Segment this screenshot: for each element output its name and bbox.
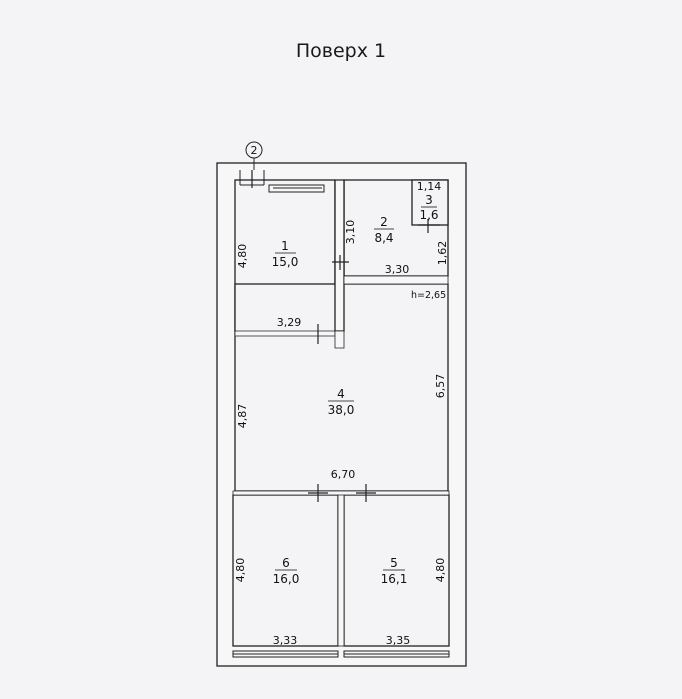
windows xyxy=(232,184,450,658)
dim-room4-width: 6,70 xyxy=(331,468,356,481)
dim-room6-width: 3,33 xyxy=(273,634,298,647)
dim-room2-height: 3,10 xyxy=(344,220,357,245)
room-2-number: 2 xyxy=(380,215,388,229)
dim-room6-height: 4,80 xyxy=(234,558,247,583)
page-title: Поверх 1 xyxy=(295,40,387,62)
room-4-number: 4 xyxy=(337,387,345,401)
room-6-area: 16,0 xyxy=(273,572,300,586)
room-2-area: 8,4 xyxy=(374,231,393,245)
inner-walls xyxy=(232,179,450,647)
dimension-labels: 4,80 3,29 3,10 3,30 1,14 1,62 4,87 6,57 … xyxy=(234,180,449,647)
room-5-area: 16,1 xyxy=(381,572,408,586)
room-3-area: 1,6 xyxy=(419,208,438,222)
height-note: h=2,65 xyxy=(411,290,446,301)
dim-room4-left: 4,87 xyxy=(236,404,249,429)
dim-room1-height: 4,80 xyxy=(236,244,249,269)
door-marks xyxy=(251,170,440,502)
room-labels: 1 15,0 2 8,4 3 1,6 4 38,0 6 16,0 5 16,1 xyxy=(272,193,439,586)
dim-room4-right: 6,57 xyxy=(434,374,447,399)
room-5-number: 5 xyxy=(390,556,398,570)
dim-room3-width: 1,14 xyxy=(417,180,442,193)
dim-room1-width: 3,29 xyxy=(277,316,302,329)
dim-room3-height: 1,62 xyxy=(436,241,449,266)
room-3 xyxy=(411,179,449,226)
dim-room5-height: 4,80 xyxy=(434,558,447,583)
axis-marker-label: 2 xyxy=(251,144,258,157)
room-6-number: 6 xyxy=(282,556,290,570)
room-3-number: 3 xyxy=(425,193,433,207)
room-1-area: 15,0 xyxy=(272,255,299,269)
room-6 xyxy=(232,494,339,647)
room-4-area: 38,0 xyxy=(328,403,355,417)
room-1-number: 1 xyxy=(281,239,289,253)
axis-marker: 2 xyxy=(245,141,263,170)
room-5 xyxy=(343,494,450,647)
dim-room2-width: 3,30 xyxy=(385,263,410,276)
dim-room5-width: 3,35 xyxy=(386,634,411,647)
